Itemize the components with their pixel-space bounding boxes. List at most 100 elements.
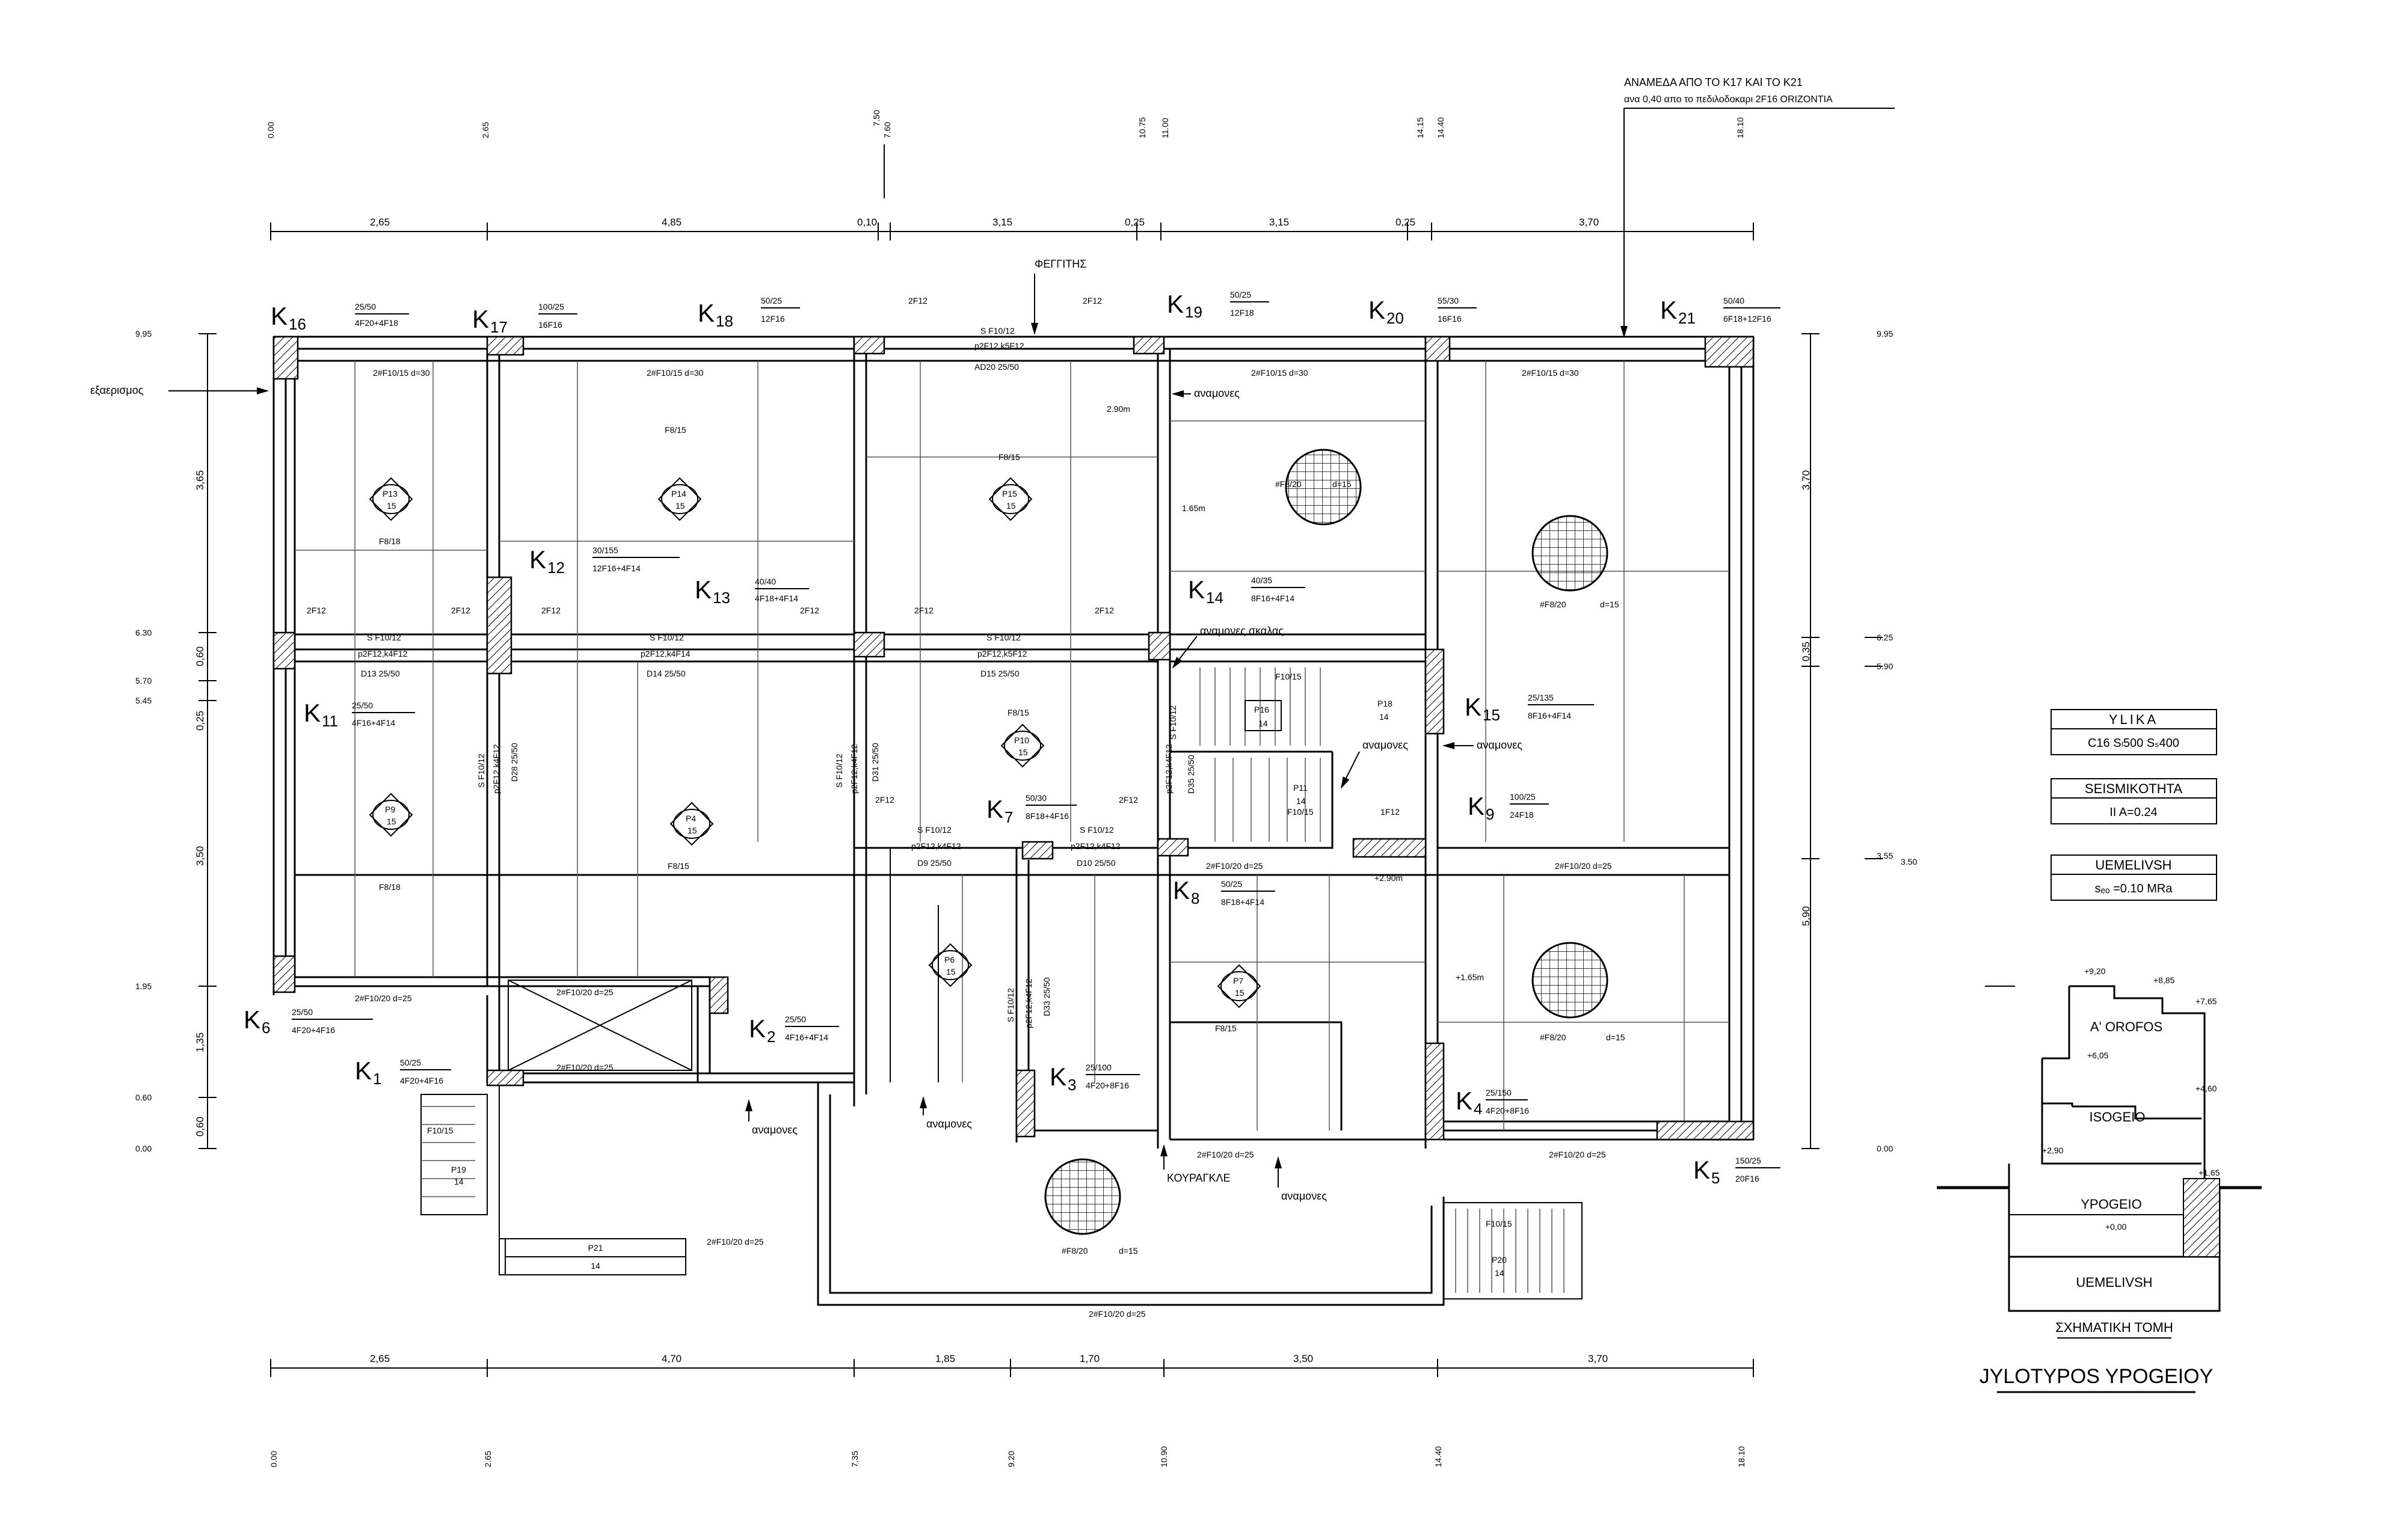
svg-text:4F16+4F14: 4F16+4F14	[785, 1032, 828, 1042]
beam-d14: D14 25/50	[647, 669, 686, 678]
svg-text:17: 17	[490, 318, 508, 336]
svg-text:12F16: 12F16	[761, 314, 785, 324]
svg-text:F8/15: F8/15	[665, 425, 686, 435]
beam-d33: D33 25/50	[1042, 977, 1051, 1016]
materials-value: C16 Sₗ500 Sₛ400	[2088, 737, 2179, 750]
svg-text:d=15: d=15	[1332, 479, 1352, 489]
level-note: 1.65m	[1182, 503, 1205, 513]
anamones-note: αναμονες	[1477, 739, 1522, 751]
svg-text:14: 14	[1206, 589, 1223, 607]
beam-rebar: p2F12,k5F12	[977, 649, 1027, 658]
beam-sf: S F10/12	[1168, 705, 1178, 740]
top-dim: 3,15	[992, 216, 1012, 228]
svg-text:K: K	[1167, 290, 1184, 318]
svg-text:25/50: 25/50	[785, 1014, 806, 1024]
svg-text:50/25: 50/25	[761, 296, 782, 305]
left-level: 0.00	[135, 1144, 152, 1153]
svg-text:15: 15	[1006, 501, 1016, 511]
svg-text:2#F10/20 d=25: 2#F10/20 d=25	[1549, 1150, 1606, 1159]
svg-text:16F16: 16F16	[538, 320, 562, 330]
right-dim: 5,90	[1800, 906, 1812, 926]
bottom-dim: 4,70	[662, 1353, 681, 1364]
beam-d31: D31 25/50	[870, 743, 880, 782]
svg-text:d=15: d=15	[1606, 1032, 1625, 1042]
svg-text:2F12: 2F12	[1083, 296, 1102, 305]
bottom-dim: 1,85	[935, 1353, 955, 1364]
section-level: +4,60	[2195, 1084, 2217, 1093]
kouragkle-note: ΚΟΥΡΑΓΚΛΕ	[1167, 1172, 1231, 1184]
bottom-dim: 3,50	[1293, 1353, 1313, 1364]
section-level: +8,85	[2153, 975, 2175, 985]
left-dim: 1,35	[194, 1032, 206, 1052]
top-axis-label: 2.65	[481, 122, 490, 138]
left-dim: 0,60	[194, 1117, 206, 1137]
footing-p11-depth: 14	[1296, 796, 1306, 806]
anamones-note: αναμονες	[752, 1124, 798, 1136]
top-axis-label: 10.75	[1137, 117, 1147, 138]
top-note-line2: ανα 0,40 απο το πεδιλοδοκαρι 2F16 ORIZON…	[1624, 94, 1833, 105]
svg-text:20: 20	[1386, 309, 1404, 327]
svg-text:K: K	[749, 1014, 766, 1043]
seismic-title: SEISMIKOTHTA	[2085, 781, 2182, 796]
section-floor: UEMELIVSH	[2076, 1275, 2152, 1290]
bottom-dim: 1,70	[1080, 1353, 1100, 1364]
svg-text:K: K	[355, 1057, 372, 1085]
svg-text:F10/15: F10/15	[1275, 672, 1302, 681]
svg-text:8F18+4F16: 8F18+4F16	[1026, 811, 1069, 821]
bottom-axis-label: 10.90	[1159, 1446, 1169, 1467]
right-level: 3.50	[1901, 857, 1917, 867]
feggitis-note: ΦΕΓΓΙΤΗΣ	[1035, 258, 1086, 270]
svg-text:#F8/20: #F8/20	[1540, 1032, 1566, 1042]
svg-text:55/30: 55/30	[1438, 296, 1459, 305]
section-level: +7,65	[2195, 996, 2217, 1006]
svg-text:5: 5	[1711, 1169, 1720, 1187]
beam-d28: D28 25/50	[509, 743, 519, 782]
svg-text:2#F10/20 d=25: 2#F10/20 d=25	[1555, 861, 1612, 871]
svg-text:F8/18: F8/18	[379, 882, 401, 892]
svg-text:50/40: 50/40	[1723, 296, 1744, 305]
svg-text:8: 8	[1191, 889, 1199, 907]
svg-text:#F8/20: #F8/20	[1540, 600, 1566, 609]
beam-labels: S F10/12 p2F12,k5F12 AD20 25/50 S F10/12…	[358, 326, 1196, 1028]
beam-sf: S F10/12	[980, 326, 1015, 336]
beam-rebar: p2F12,k4F12	[1164, 744, 1174, 794]
svg-text:24F18: 24F18	[1510, 810, 1534, 820]
svg-text:50/25: 50/25	[400, 1058, 421, 1067]
svg-text:K: K	[304, 699, 321, 727]
top-axis: 0.00 2.65 7.50 7.60 10.75 11.00 14.15 14…	[266, 110, 1745, 198]
columns-hatched	[272, 336, 1755, 1141]
svg-text:K: K	[1456, 1087, 1472, 1115]
left-levels: 9.95 6.30 5.70 5.45 1.95 0.60 0.00 3,65 …	[135, 329, 217, 1153]
svg-text:50/30: 50/30	[1026, 793, 1047, 803]
footing-p16-depth: 14	[1258, 719, 1268, 728]
level-note: 2.90m	[1107, 404, 1130, 414]
svg-text:20F16: 20F16	[1735, 1174, 1759, 1183]
top-dim: 2,65	[370, 216, 390, 228]
svg-text:2#F10/15 d=30: 2#F10/15 d=30	[1251, 368, 1308, 378]
bottom-axis-label: 0.00	[269, 1451, 278, 1467]
svg-text:7: 7	[1005, 808, 1013, 826]
beam-rebar: p2F12,k4F12	[1071, 841, 1121, 851]
svg-text:F8/15: F8/15	[1008, 708, 1029, 717]
svg-text:K: K	[1173, 876, 1190, 904]
right-level: 0.00	[1877, 1144, 1893, 1153]
svg-text:19: 19	[1185, 303, 1202, 321]
footing-p21-name: P21	[588, 1243, 603, 1253]
svg-text:P13: P13	[383, 489, 398, 499]
svg-text:4F20+4F16: 4F20+4F16	[400, 1076, 443, 1085]
svg-text:K: K	[698, 299, 715, 327]
svg-text:15: 15	[1018, 747, 1028, 757]
beam-d15: D15 25/50	[980, 669, 1020, 678]
